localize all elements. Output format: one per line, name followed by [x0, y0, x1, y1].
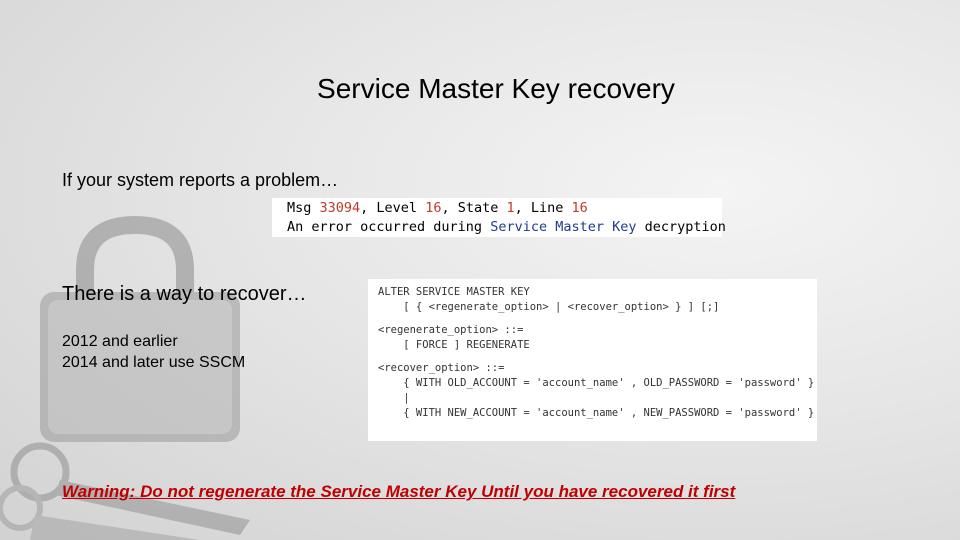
- code-line: |: [378, 392, 410, 404]
- code-line: <recover_option> ::=: [378, 362, 505, 374]
- error-message-box: Msg 33094, Level 16, State 1, Line 16 An …: [272, 198, 726, 237]
- code-line: { WITH OLD_ACCOUNT = 'account_name' , OL…: [378, 377, 815, 389]
- error-message-line-1: Msg 33094, Level 16, State 1, Line 16: [287, 200, 588, 216]
- code-line: [ { <regenerate_option> | <recover_optio…: [378, 301, 720, 313]
- code-line: [ FORCE ] REGENERATE: [378, 339, 530, 351]
- code-line: { WITH NEW_ACCOUNT = 'account_name' , NE…: [378, 407, 815, 419]
- list-item: 2014 and later use SSCM: [62, 354, 246, 371]
- recover-text: There is a way to recover…: [62, 283, 307, 305]
- code-line: ALTER SERVICE MASTER KEY: [378, 286, 530, 298]
- code-line: <regenerate_option> ::=: [378, 324, 524, 336]
- syntax-code-box: ALTER SERVICE MASTER KEY [ { <regenerate…: [368, 279, 817, 441]
- intro-text: If your system reports a problem…: [62, 170, 339, 190]
- list-item: 2012 and earlier: [62, 333, 178, 350]
- version-list: 2012 and earlier 2014 and later use SSCM: [62, 331, 245, 373]
- error-message-line-2: An error occurred during Service Master …: [287, 219, 726, 235]
- slide-title: Service Master Key recovery: [317, 73, 675, 104]
- warning-text: Warning: Do not regenerate the Service M…: [62, 482, 736, 501]
